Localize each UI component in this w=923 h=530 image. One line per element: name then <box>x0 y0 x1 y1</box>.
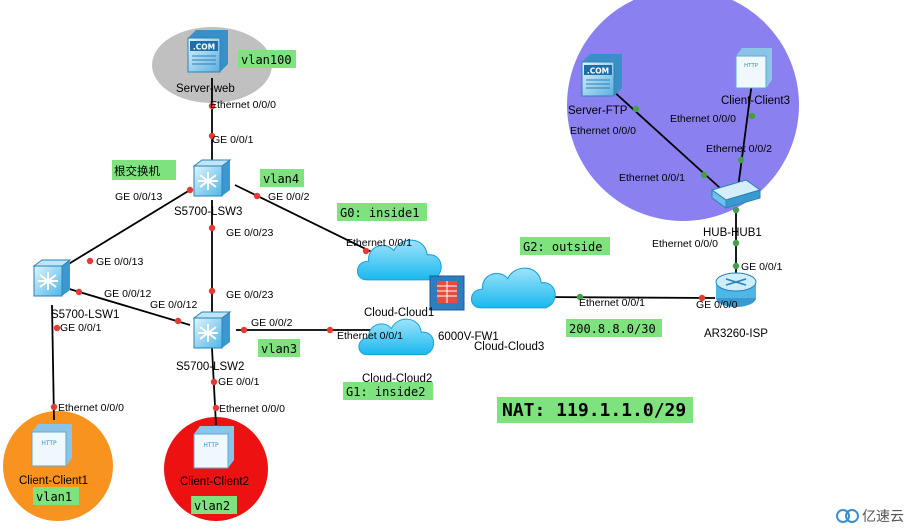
lsw2-switch-icon[interactable] <box>193 311 231 349</box>
port-label: GE 0/0/12 <box>150 299 197 311</box>
client3-icon[interactable]: HTTP <box>735 48 772 89</box>
port-label: GE 0/0/1 <box>212 134 254 146</box>
links <box>51 78 753 426</box>
port-label: Ethernet 0/0/0 <box>219 403 285 415</box>
tag-vlan3: vlan3 <box>261 342 297 356</box>
tag-g2-outside: G2: outside <box>523 240 602 254</box>
http-badge: HTTP <box>203 442 219 449</box>
watermark: 亿速云 <box>836 509 904 525</box>
server-ftp-label: Server-FTP <box>568 105 628 117</box>
http-badge: HTTP <box>41 440 57 447</box>
port-label: Ethernet 0/0/1 <box>619 172 685 184</box>
port-label: GE 0/0/2 <box>268 191 310 203</box>
port-label: Ethernet 0/0/1 <box>337 330 403 342</box>
port-label: GE 0/0/13 <box>96 256 143 268</box>
port-label: GE 0/0/2 <box>251 317 293 329</box>
tag-vlan4: vlan4 <box>263 172 299 186</box>
client1-label: Client-Client1 <box>19 475 88 487</box>
client2-icon[interactable]: HTTP <box>193 426 234 469</box>
root-switch-label: 根交换机 <box>114 164 160 178</box>
lsw1-switch-icon[interactable] <box>33 259 71 297</box>
com-badge: .COM <box>587 67 609 76</box>
tag-vlan1: vlan1 <box>36 490 72 504</box>
port-label: Ethernet 0/0/0 <box>570 125 636 137</box>
tag-g0-inside1: G0: inside1 <box>340 206 419 220</box>
port-label: GE 0/0/1 <box>60 322 102 334</box>
client1-icon[interactable]: HTTP <box>31 424 72 467</box>
tag-boxes <box>33 50 693 514</box>
port-label: GE 0/0/1 <box>218 376 260 388</box>
port-label: Ethernet 0/0/1 <box>579 297 645 309</box>
router-icon[interactable] <box>715 272 757 307</box>
port-label: Ethernet 0/0/0 <box>210 99 276 111</box>
cloud1-label: Cloud-Cloud1 <box>364 307 434 319</box>
port-label: Ethernet 0/0/0 <box>652 238 718 250</box>
cloud3-icon[interactable] <box>470 267 556 309</box>
port-dots <box>50 102 756 412</box>
client2-label: Client-Client2 <box>180 476 249 488</box>
cloud3-label: Cloud-Cloud3 <box>474 341 544 353</box>
port-label: Ethernet 0/0/0 <box>670 113 736 125</box>
fw1-label: 6000V-FW1 <box>438 331 499 343</box>
lsw3-label: S5700-LSW3 <box>174 206 242 218</box>
port-label: Ethernet 0/0/2 <box>706 143 772 155</box>
port-label: GE 0/0/23 <box>226 289 273 301</box>
tag-vlan2: vlan2 <box>194 499 230 513</box>
hub1-label: HUB-HUB1 <box>703 227 762 239</box>
isp-label: AR3260-ISP <box>704 328 768 340</box>
watermark-text: 亿速云 <box>862 509 904 525</box>
port-label: Ethernet 0/0/1 <box>346 237 412 249</box>
port-label: GE 0/0/1 <box>741 261 783 273</box>
server-web-icon[interactable]: .COM <box>187 30 228 73</box>
port-label: GE 0/0/12 <box>104 288 151 300</box>
vlan2-area <box>164 417 268 521</box>
com-badge: .COM <box>193 43 215 52</box>
lsw3-switch-icon[interactable] <box>193 159 231 197</box>
lsw1-label: S5700-LSW1 <box>51 309 119 321</box>
server-web-label: Server-web <box>176 83 235 95</box>
tag-isp-net: 200.8.8.0/30 <box>569 322 656 336</box>
nat-label: NAT: 119.1.1.0/29 <box>502 400 686 421</box>
tag-g1-inside2: G1: inside2 <box>346 385 425 399</box>
http-badge: HTTP <box>744 63 759 69</box>
hub-icon[interactable] <box>710 179 762 209</box>
lsw2-label: S5700-LSW2 <box>176 361 244 373</box>
firewall-icon[interactable] <box>429 275 465 311</box>
cloud2-label: Cloud-Cloud2 <box>362 373 432 385</box>
server-ftp-icon[interactable]: .COM <box>581 54 622 97</box>
port-label: GE 0/0/0 <box>696 299 738 311</box>
port-label: GE 0/0/23 <box>226 227 273 239</box>
port-label: Ethernet 0/0/0 <box>58 402 124 414</box>
tag-vlan100: vlan100 <box>241 53 292 67</box>
client3-label: Client-Client3 <box>721 95 790 107</box>
port-label: GE 0/0/13 <box>115 191 162 203</box>
